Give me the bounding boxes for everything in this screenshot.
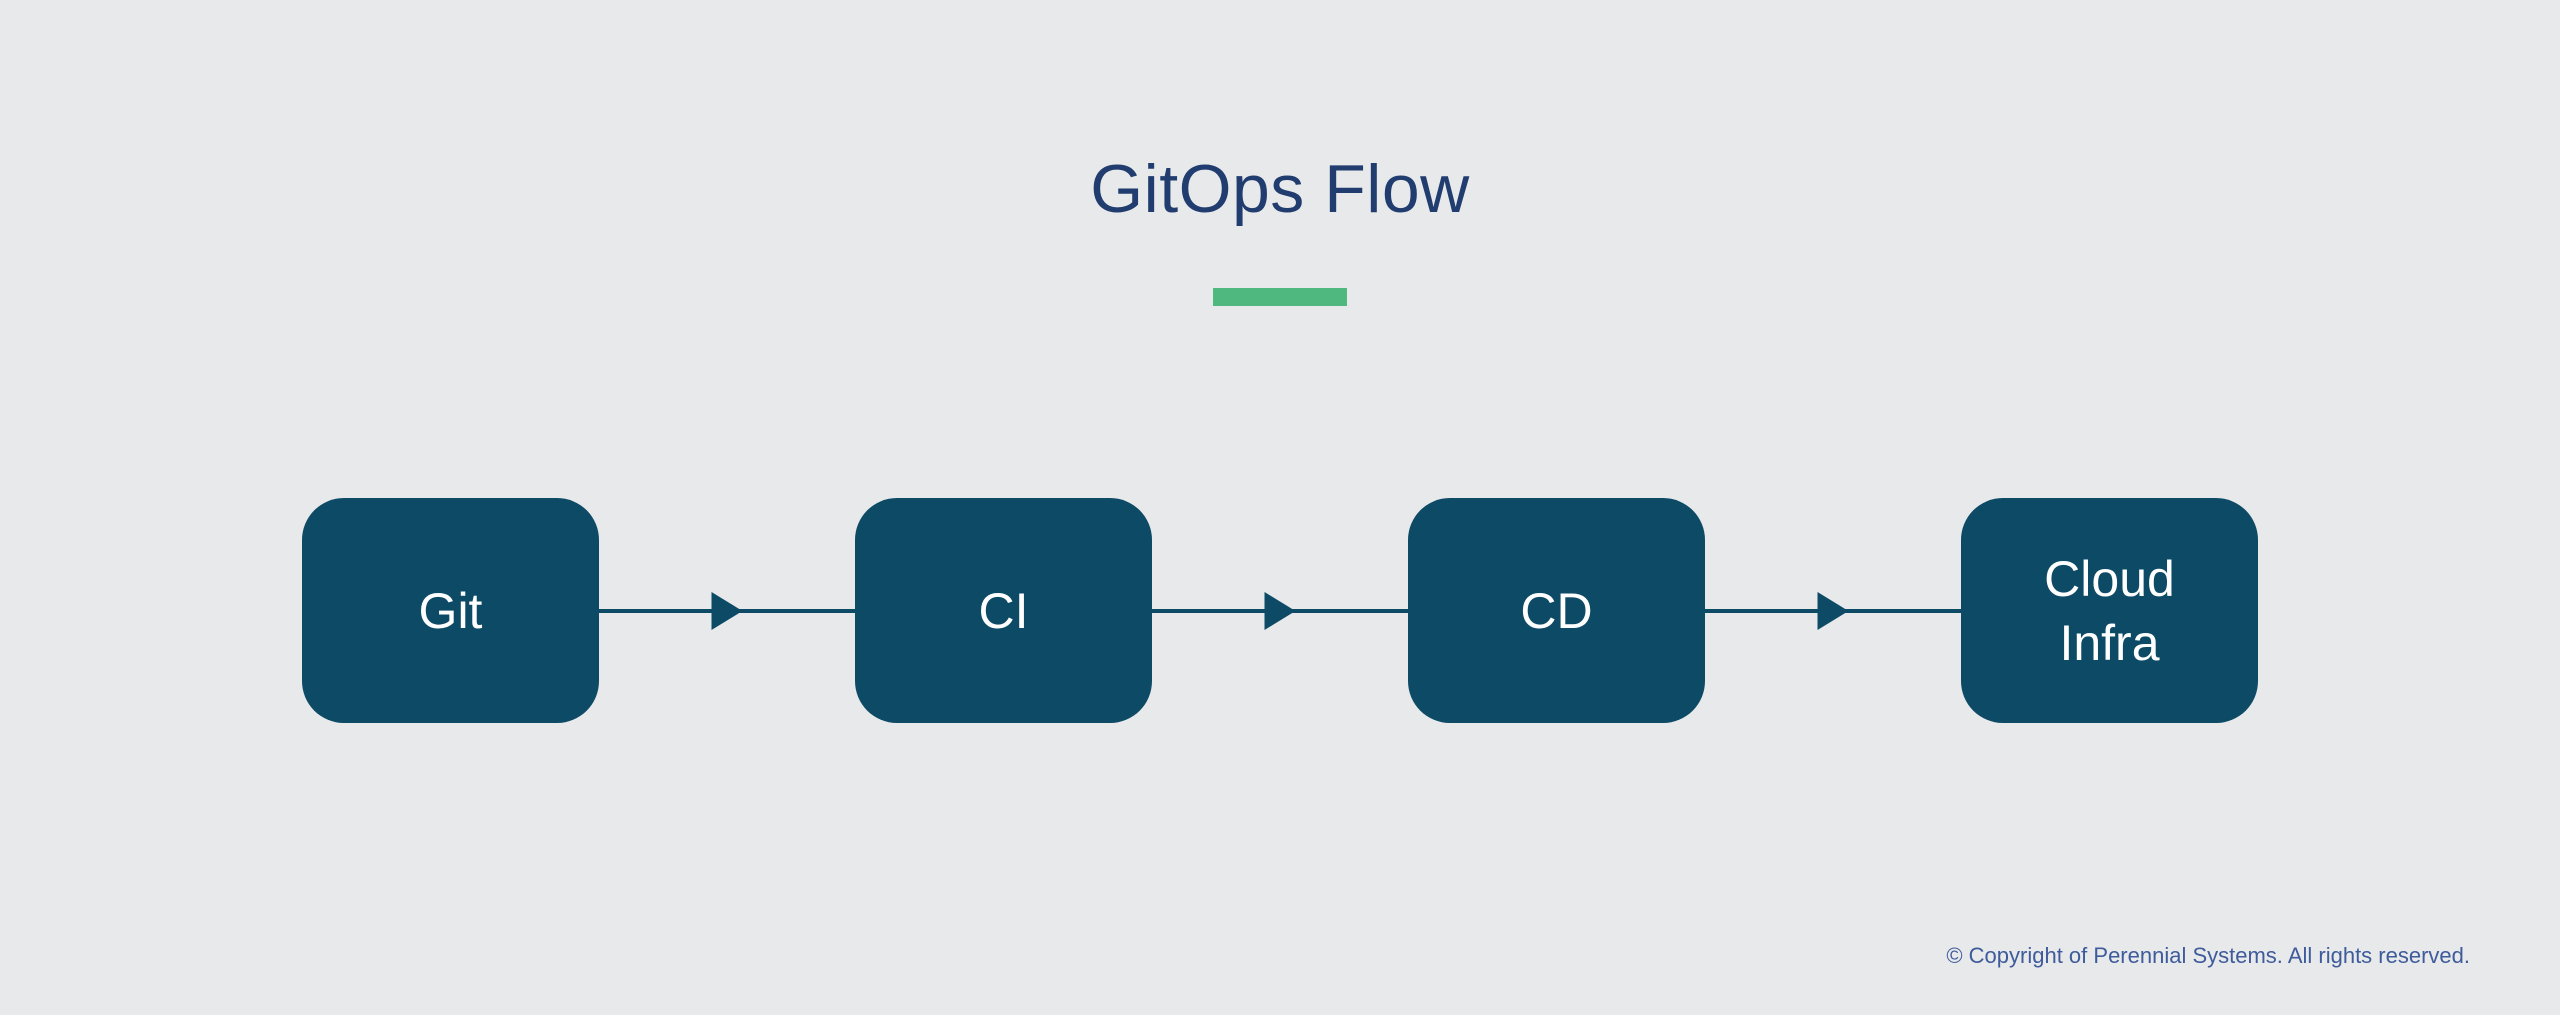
flow-connector-ci-cd xyxy=(1152,591,1408,631)
arrow-right-icon xyxy=(1817,591,1849,630)
flow-connector-cd-cloud-infra xyxy=(1705,591,1961,631)
flow-row: Git CI CD Cloud Infra xyxy=(302,498,2258,723)
flow-node-cloud-infra: Cloud Infra xyxy=(1961,498,2258,723)
copyright-notice: © Copyright of Perennial Systems. All ri… xyxy=(1946,943,2470,968)
flow-node-cd: CD xyxy=(1408,498,1705,723)
title-accent-bar xyxy=(1213,288,1347,306)
flow-node-ci: CI xyxy=(855,498,1152,723)
flow-node-git: Git xyxy=(302,498,599,723)
arrow-right-icon xyxy=(1264,591,1296,630)
diagram-title: GitOps Flow xyxy=(1090,151,1470,227)
flow-connector-git-ci xyxy=(599,591,855,631)
arrow-right-icon xyxy=(711,591,743,630)
